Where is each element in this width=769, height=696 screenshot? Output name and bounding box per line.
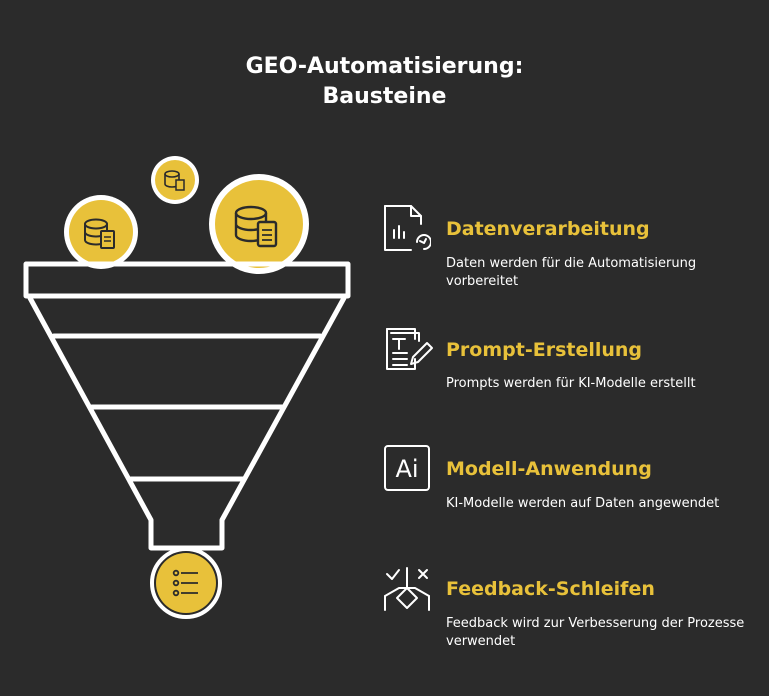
database-coin-large-icon xyxy=(209,174,309,274)
feedback-loop-icon xyxy=(384,567,430,611)
list-coin-icon xyxy=(150,547,222,619)
funnel-shape xyxy=(23,261,351,551)
database-coin-left-icon xyxy=(64,195,138,269)
item-label: Modell-Anwendung xyxy=(446,458,652,480)
item-label: Prompt-Erstellung xyxy=(446,339,643,361)
item-description: Feedback wird zur Verbesserung der Proze… xyxy=(446,616,745,649)
chart-refresh-icon xyxy=(384,205,431,251)
item-prompt-erstellung: Prompt-Erstellung Prompts werden für KI-… xyxy=(446,338,756,393)
title-line-1: GEO-Automatisierung: xyxy=(245,54,524,79)
item-label: Feedback-Schleifen xyxy=(446,578,655,600)
document-pen-icon xyxy=(386,328,433,370)
item-description: Daten werden für die Automatisierung vor… xyxy=(446,256,697,289)
item-description: KI-Modelle werden auf Daten angewendet xyxy=(446,496,720,511)
item-datenverarbeitung: Datenverarbeitung Daten werden für die A… xyxy=(446,217,756,291)
item-label: Datenverarbeitung xyxy=(446,218,650,240)
ai-icon-text: Ai xyxy=(395,455,418,483)
title-line-2: Bausteine xyxy=(322,84,447,109)
item-description: Prompts werden für KI-Modelle erstellt xyxy=(446,376,696,391)
diagram-title: GEO-Automatisierung: Bausteine xyxy=(0,52,769,112)
ai-icon: Ai xyxy=(384,445,430,491)
database-coin-small-icon xyxy=(151,156,199,204)
item-feedback-schleifen: Feedback-Schleifen Feedback wird zur Ver… xyxy=(446,577,756,651)
item-modell-anwendung: Modell-Anwendung KI-Modelle werden auf D… xyxy=(446,457,756,513)
